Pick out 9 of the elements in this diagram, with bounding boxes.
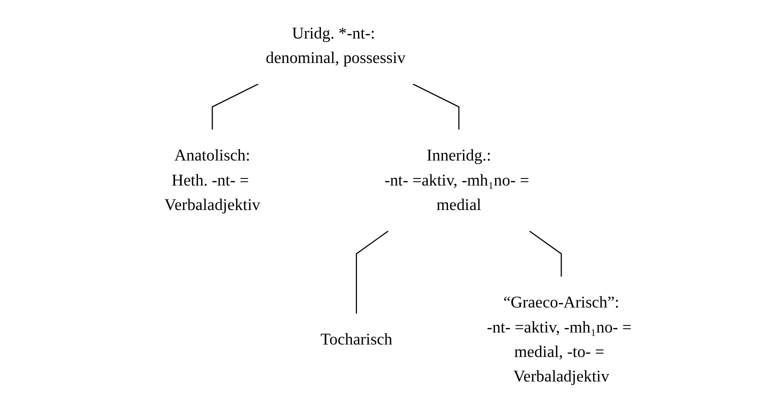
connector xyxy=(212,84,259,130)
node-text: Tocharisch xyxy=(320,330,393,348)
node-text: Anatolisch: Heth. -nt- = Verbaladjektiv xyxy=(164,146,260,214)
connector xyxy=(412,84,460,130)
connector xyxy=(529,230,562,277)
node-text: “Graeco-Arisch”: -nt- =aktiv, -mh₁no- = medial, -to- = Verbaladjektiv xyxy=(487,293,632,386)
node-text: Uridg. *-nt-: denominal, possessiv xyxy=(266,24,406,67)
connector xyxy=(356,230,389,314)
node-text: Inneridg.: -nt- =aktiv, -mh₁no- = medial xyxy=(384,146,530,214)
